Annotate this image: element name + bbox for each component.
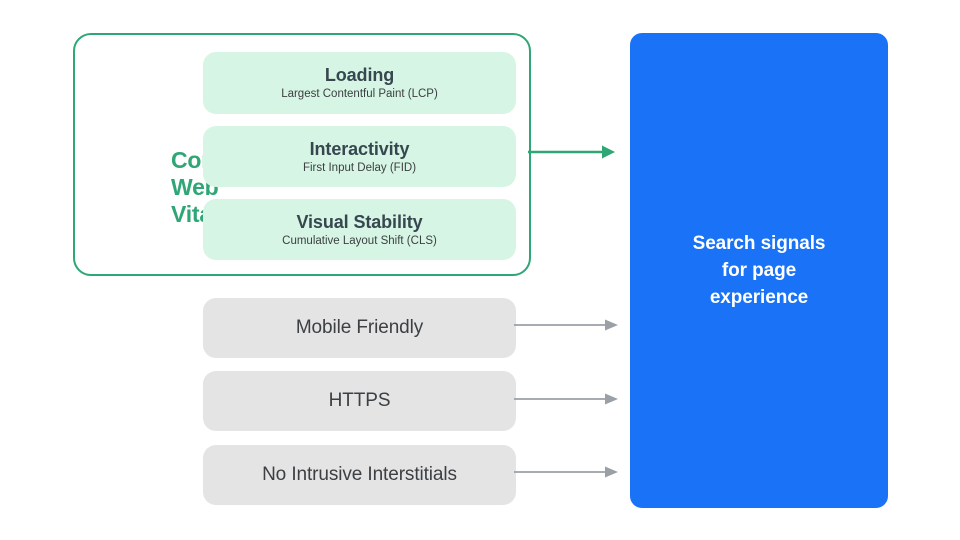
signal-label: HTTPS — [328, 390, 391, 411]
signal-label: No Intrusive Interstitials — [262, 464, 457, 485]
arrow-core-web-vitals-to-outcome — [528, 145, 615, 159]
arrow-no-intrusive-interstitials-to-outcome — [514, 466, 618, 478]
metric-subtitle: First Input Delay (FID) — [302, 161, 417, 174]
signal-card-no-intrusive-interstitials: No Intrusive Interstitials — [203, 445, 516, 505]
signal-card-https: HTTPS — [203, 371, 516, 431]
metric-subtitle: Cumulative Layout Shift (CLS) — [282, 234, 437, 247]
signal-label: Mobile Friendly — [295, 317, 424, 338]
metric-card-loading: Loading Largest Contentful Paint (LCP) — [203, 52, 516, 114]
arrow-https-to-outcome — [514, 393, 618, 405]
metric-title: Interactivity — [309, 138, 410, 159]
metric-card-visual-stability: Visual Stability Cumulative Layout Shift… — [203, 199, 516, 260]
arrow-mobile-friendly-to-outcome — [514, 319, 618, 331]
metric-title: Visual Stability — [296, 211, 423, 232]
metric-title: Loading — [324, 65, 395, 85]
metric-subtitle: Largest Contentful Paint (LCP) — [281, 88, 438, 100]
signal-card-mobile-friendly: Mobile Friendly — [203, 298, 516, 358]
metric-card-interactivity: Interactivity First Input Delay (FID) — [203, 126, 516, 187]
search-signals-panel: Search signals for page experience — [630, 33, 888, 508]
search-signals-panel-text: Search signals for page experience — [692, 233, 826, 308]
